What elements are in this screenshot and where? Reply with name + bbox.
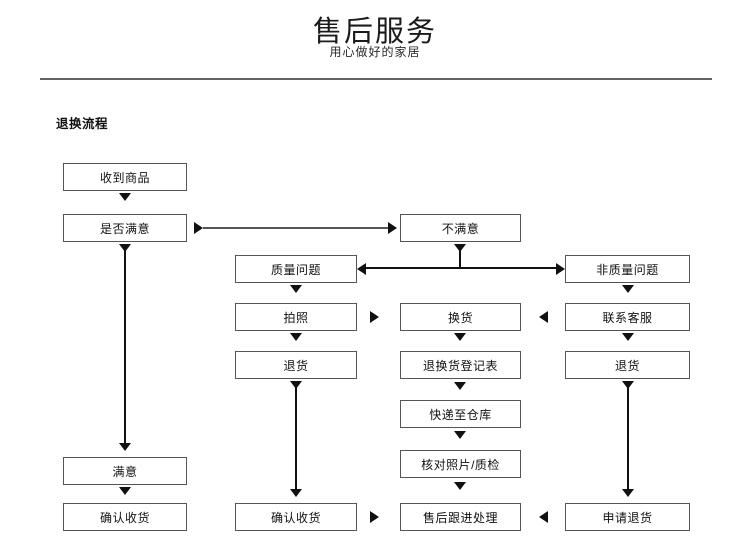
flow-node-after-sales-followup-1[interactable]: 售后跟进处理 xyxy=(400,503,521,531)
edge-arrow-confirm-to-followup xyxy=(370,511,379,523)
flow-node-return-goods-2[interactable]: 退货 xyxy=(565,351,690,379)
edge-arrow-to-apply-return xyxy=(622,489,634,497)
flow-node-return-exchange-form[interactable]: 退换货登记表 xyxy=(400,351,521,379)
edge-arrow-to-quality-issue xyxy=(357,263,366,275)
edge-arrow-nonquality-to-support xyxy=(622,285,634,293)
edge-line-satisfied-question-to-unsatisfied xyxy=(203,227,394,229)
section-title: 退换流程 xyxy=(56,117,109,131)
edge-line-return-to-confirm-2 xyxy=(295,387,297,490)
edge-line-return-to-apply-return xyxy=(627,387,629,490)
flow-node-exchange-goods[interactable]: 换货 xyxy=(400,303,521,331)
edge-arrow-to-satisfied xyxy=(119,443,131,451)
edge-arrow-to-confirm-receipt-2 xyxy=(290,489,302,497)
flow-node-verify-photo-qc[interactable]: 核对照片/质检 xyxy=(400,450,521,478)
edge-arrow-photo-to-exchange xyxy=(370,311,379,323)
edge-arrow-apply-return-to-followup xyxy=(539,511,548,523)
edge-arrow-satisfied-to-confirm xyxy=(119,487,131,495)
edge-arrow-satisfied-question-down xyxy=(119,244,131,252)
flow-node-quality-issue[interactable]: 质量问题 xyxy=(235,255,357,283)
header-divider xyxy=(40,78,712,80)
edge-line-split-left xyxy=(366,267,461,269)
edge-arrow-form-to-warehouse xyxy=(454,382,466,390)
flow-node-non-quality-issue[interactable]: 非质量问题 xyxy=(565,255,690,283)
page-title: 售后服务 xyxy=(312,16,437,48)
edge-arrow-exchange-to-form xyxy=(454,333,466,341)
edge-arrow-verify-to-followup xyxy=(454,482,466,490)
edge-arrow-support-to-return xyxy=(622,333,634,341)
flow-node-satisfied[interactable]: 满意 xyxy=(63,457,187,485)
edge-line-split-right xyxy=(459,267,557,269)
edge-arrow-unsatisfied-down xyxy=(454,244,466,252)
edge-arrow-to-non-quality-issue xyxy=(556,263,565,275)
edge-arrow-to-unsatisfied xyxy=(388,222,397,234)
edge-arrow-warehouse-to-verify xyxy=(454,431,466,439)
flow-node-received-goods[interactable]: 收到商品 xyxy=(63,163,187,191)
edge-arrow-received-to-satisfied-question xyxy=(119,193,131,201)
flow-node-take-photo[interactable]: 拍照 xyxy=(235,303,357,331)
flow-node-return-goods-1[interactable]: 退货 xyxy=(235,351,357,379)
edge-arrow-return-down-2 xyxy=(622,381,634,389)
page-subtitle: 用心做好的家居 xyxy=(329,45,421,59)
edge-line-unsatisfied-stem xyxy=(459,250,461,269)
edge-arrow-satisfied-question-start xyxy=(194,222,203,234)
flow-node-satisfied-question[interactable]: 是否满意 xyxy=(63,214,187,242)
flow-node-confirm-receipt-2[interactable]: 确认收货 xyxy=(235,503,357,531)
flow-node-unsatisfied[interactable]: 不满意 xyxy=(400,214,521,242)
flow-node-apply-return[interactable]: 申请退货 xyxy=(565,503,690,531)
flow-node-contact-support[interactable]: 联系客服 xyxy=(565,303,690,331)
flow-node-confirm-receipt-1[interactable]: 确认收货 xyxy=(63,503,187,531)
edge-arrow-support-to-exchange xyxy=(539,311,548,323)
flow-node-ship-to-warehouse[interactable]: 快递至仓库 xyxy=(400,400,521,428)
edge-line-satisfied-question-to-satisfied xyxy=(124,250,126,444)
edge-arrow-photo-to-return xyxy=(290,333,302,341)
edge-arrow-quality-to-photo xyxy=(290,285,302,293)
edge-arrow-return-down-1 xyxy=(290,381,302,389)
